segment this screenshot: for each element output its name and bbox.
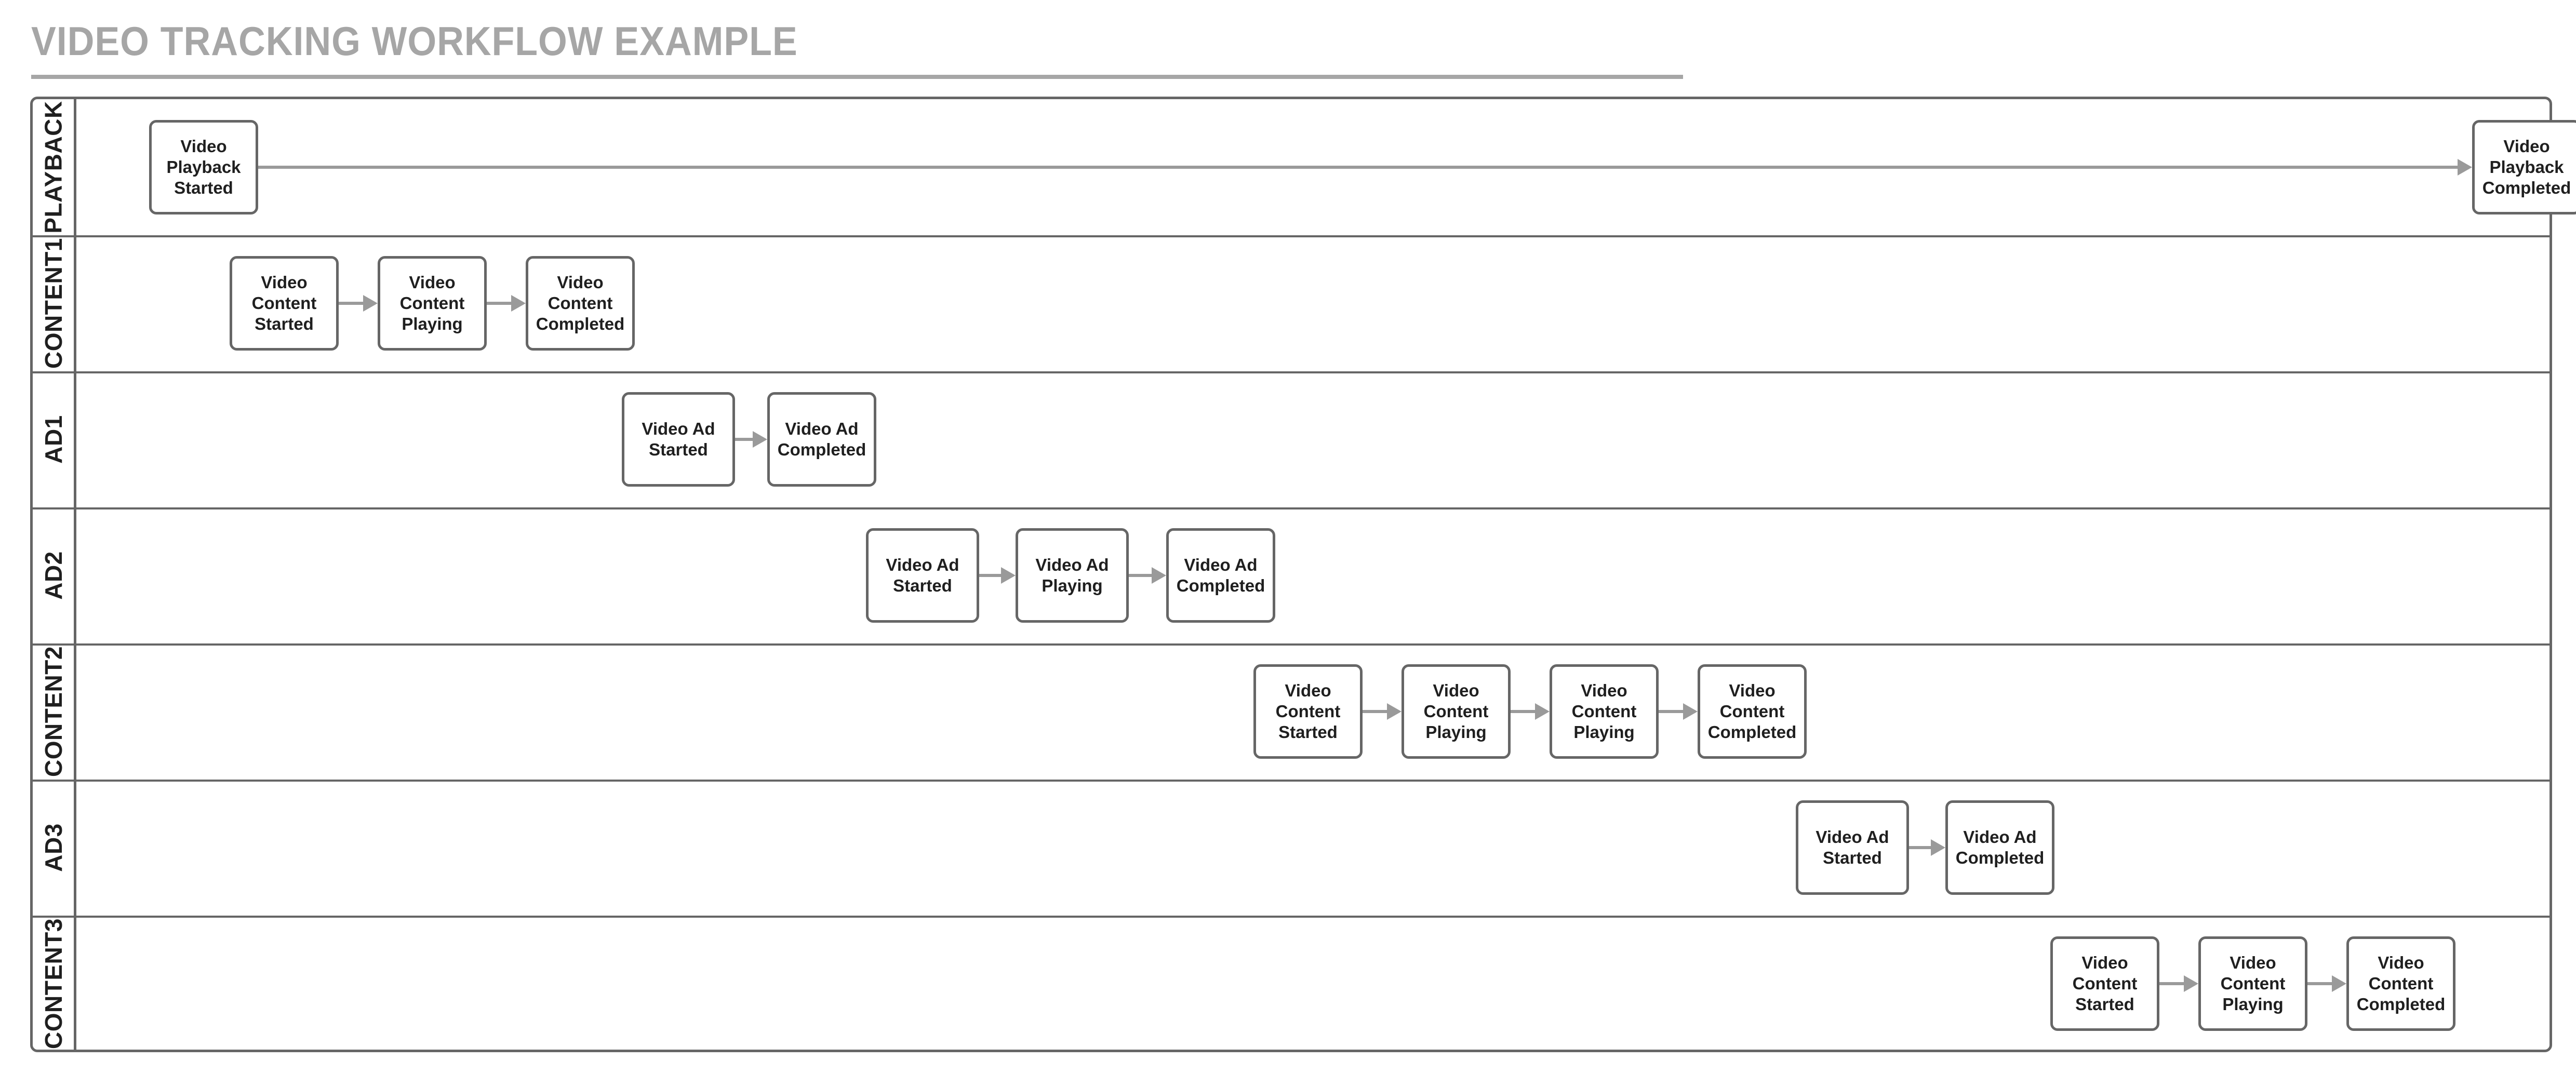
task-label: Video Content Started bbox=[1275, 680, 1341, 742]
task-box[interactable]: Video Content Playing bbox=[378, 256, 487, 351]
task-label: Video Content Playing bbox=[1571, 680, 1637, 742]
task-box[interactable]: Video Content Completed bbox=[1698, 664, 1807, 759]
arrow-head-icon bbox=[1152, 567, 1166, 584]
lane-header-content2: CONTENT2 bbox=[33, 643, 76, 780]
task-label: Video Ad Completed bbox=[777, 419, 866, 459]
task-label: Video Playback Started bbox=[166, 136, 241, 198]
sequence-flow bbox=[258, 166, 2458, 169]
lane-label-playback: PLAYBACK bbox=[39, 101, 67, 234]
task-box[interactable]: Video Content Started bbox=[230, 256, 339, 351]
task-label: Video Ad Playing bbox=[1035, 555, 1109, 595]
lane-label-ad1: AD1 bbox=[39, 415, 67, 464]
lane-header-content1: CONTENT1 bbox=[33, 235, 76, 371]
task-label: Video Ad Started bbox=[886, 555, 959, 595]
task-label: Video Playback Completed bbox=[2482, 136, 2571, 198]
task-box[interactable]: Video Content Playing bbox=[1402, 664, 1511, 759]
task-label: Video Content Completed bbox=[536, 272, 625, 334]
task-label: Video Content Completed bbox=[2356, 952, 2446, 1014]
task-label: Video Content Started bbox=[251, 272, 317, 334]
lane-divider bbox=[33, 235, 2550, 237]
title-block: VIDEO TRACKING WORKFLOW EXAMPLE bbox=[31, 18, 1683, 79]
arrow-head-icon bbox=[1001, 567, 1016, 584]
task-label: Video Content Completed bbox=[1707, 680, 1797, 742]
arrow-head-icon bbox=[1535, 703, 1550, 720]
arrow-head-icon bbox=[2458, 159, 2472, 176]
lane-header-ad1: AD1 bbox=[33, 371, 76, 507]
sequence-flow bbox=[339, 302, 363, 305]
task-label: Video Content Playing bbox=[2220, 952, 2286, 1014]
arrow-head-icon bbox=[753, 431, 767, 448]
lane-label-content3: CONTENT3 bbox=[39, 918, 67, 1049]
task-label: Video Content Playing bbox=[1423, 680, 1489, 742]
task-box[interactable]: Video Ad Completed bbox=[1166, 528, 1275, 623]
arrow-head-icon bbox=[2184, 975, 2198, 992]
swimlane-pool: PLAYBACK Video Playback Started Video Play… bbox=[30, 97, 2576, 1052]
lane-divider bbox=[33, 916, 2550, 918]
lane-label-content2: CONTENT2 bbox=[39, 646, 67, 777]
sequence-flow bbox=[1129, 574, 1152, 577]
task-label: Video Content Started bbox=[2072, 952, 2138, 1014]
sequence-flow bbox=[979, 574, 1001, 577]
title-underline bbox=[31, 75, 1683, 79]
task-box[interactable]: Video Ad Started bbox=[622, 392, 735, 487]
task-box[interactable]: Video Playback Completed bbox=[2472, 120, 2576, 214]
lane-divider bbox=[33, 780, 2550, 782]
sequence-flow bbox=[487, 302, 511, 305]
task-label: Video Content Playing bbox=[399, 272, 465, 334]
task-box[interactable]: Video Ad Started bbox=[866, 528, 979, 623]
task-box[interactable]: Video Content Started bbox=[2050, 936, 2159, 1031]
lane-divider bbox=[33, 643, 2550, 646]
sequence-flow bbox=[735, 438, 753, 441]
sequence-flow bbox=[1511, 710, 1535, 713]
lane-label-content1: CONTENT1 bbox=[39, 238, 67, 369]
arrow-head-icon bbox=[1387, 703, 1402, 720]
lane-header-playback: PLAYBACK bbox=[33, 99, 76, 235]
arrow-head-icon bbox=[363, 295, 378, 312]
lane-divider bbox=[33, 371, 2550, 373]
task-label: Video Ad Completed bbox=[1955, 827, 2045, 867]
lane-header-ad2: AD2 bbox=[33, 507, 76, 643]
task-box[interactable]: Video Content Playing bbox=[1550, 664, 1659, 759]
task-label: Video Ad Started bbox=[642, 419, 715, 459]
sequence-flow bbox=[2307, 982, 2332, 985]
sequence-flow bbox=[1659, 710, 1683, 713]
lane-header-ad3: AD3 bbox=[33, 780, 76, 916]
task-box[interactable]: Video Content Started bbox=[1253, 664, 1363, 759]
task-box[interactable]: Video Content Completed bbox=[2346, 936, 2455, 1031]
page-title: VIDEO TRACKING WORKFLOW EXAMPLE bbox=[31, 18, 798, 64]
task-label: Video Ad Started bbox=[1816, 827, 1889, 867]
lane-header-content3: CONTENT3 bbox=[33, 916, 76, 1052]
task-box[interactable]: Video Ad Started bbox=[1796, 800, 1909, 895]
task-box[interactable]: Video Playback Started bbox=[149, 120, 258, 214]
sequence-flow bbox=[2159, 982, 2184, 985]
task-label: Video Ad Completed bbox=[1176, 555, 1265, 595]
sequence-flow bbox=[1909, 846, 1931, 849]
arrow-head-icon bbox=[2332, 975, 2346, 992]
task-box[interactable]: Video Ad Completed bbox=[1945, 800, 2054, 895]
arrow-head-icon bbox=[1931, 839, 1945, 856]
sequence-flow bbox=[1363, 710, 1387, 713]
arrow-head-icon bbox=[1683, 703, 1698, 720]
task-box[interactable]: Video Ad Playing bbox=[1016, 528, 1129, 623]
task-box[interactable]: Video Content Completed bbox=[526, 256, 635, 351]
lane-divider bbox=[33, 507, 2550, 509]
lane-label-ad3: AD3 bbox=[39, 823, 67, 872]
arrow-head-icon bbox=[511, 295, 526, 312]
task-box[interactable]: Video Content Playing bbox=[2198, 936, 2307, 1031]
lane-label-ad2: AD2 bbox=[39, 551, 67, 600]
task-box[interactable]: Video Ad Completed bbox=[767, 392, 876, 487]
